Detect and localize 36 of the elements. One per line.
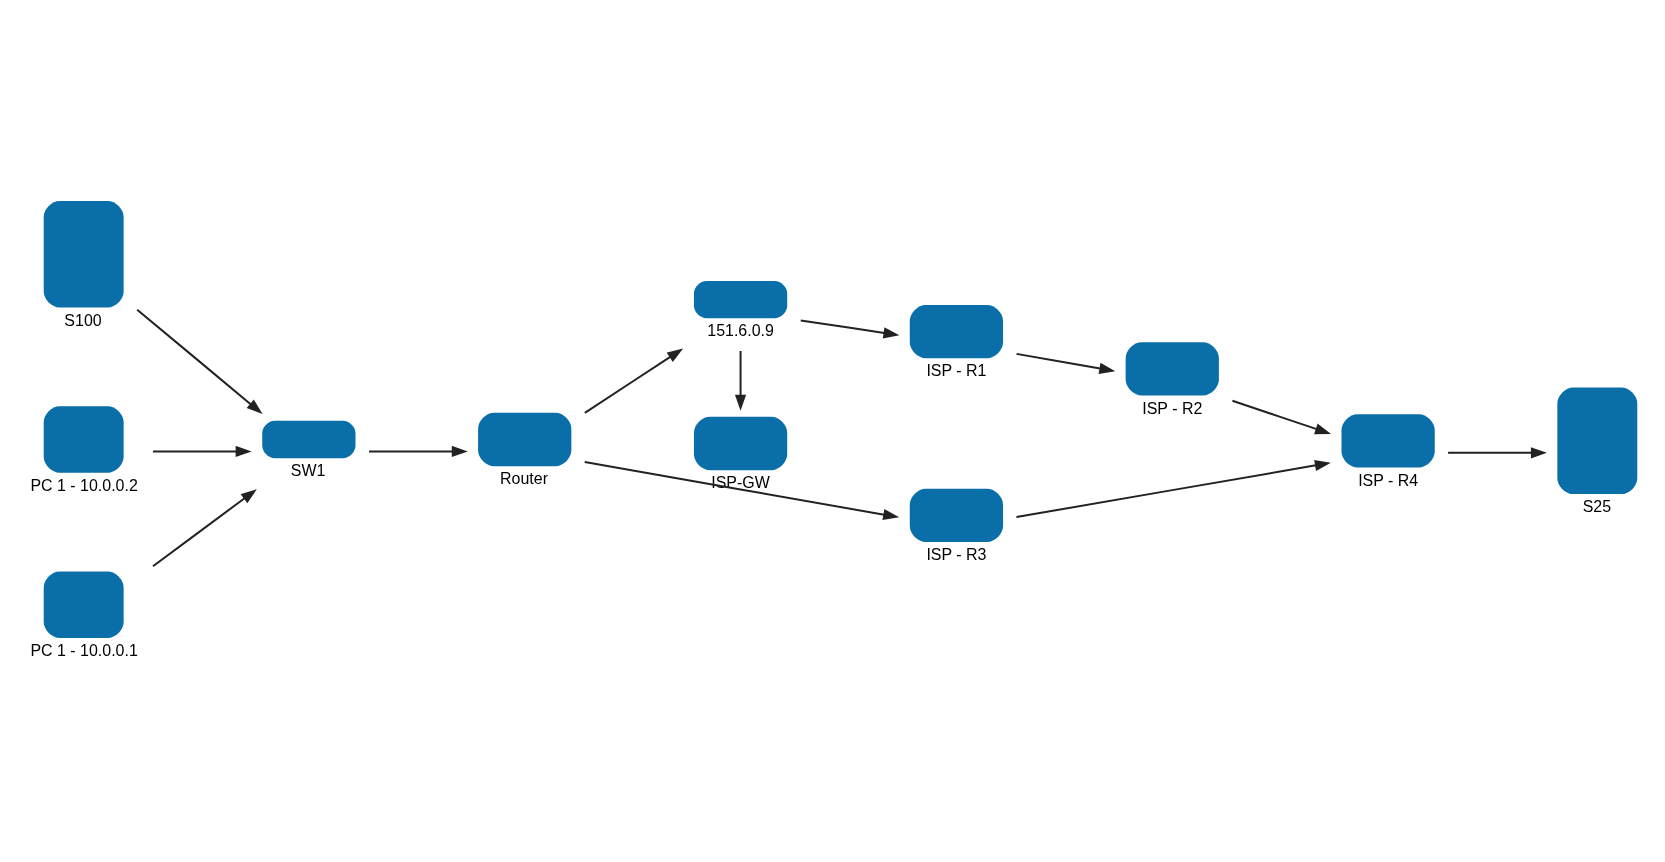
- node-label: 151.6.0.9: [707, 321, 774, 339]
- node-label: PC 1 - 10.0.0.1: [30, 641, 138, 659]
- arrow: [152, 445, 252, 457]
- node-label: ISP - R2: [1142, 399, 1203, 417]
- arrow: [799, 318, 900, 338]
- node-box: [43, 200, 124, 308]
- arrow: [1015, 352, 1116, 374]
- arrow: [1447, 446, 1547, 458]
- node-box: [43, 570, 124, 638]
- node-label: ISP - R1: [926, 361, 987, 379]
- node-box: [478, 412, 572, 466]
- node-label: ISP - R4: [1358, 471, 1419, 489]
- arrow: [152, 488, 257, 567]
- node-label: ISP - R3: [926, 545, 987, 563]
- arrow: [1231, 399, 1332, 434]
- arrow: [136, 308, 263, 414]
- arrow: [583, 347, 684, 414]
- arrow: [734, 349, 747, 411]
- arrow: [1015, 459, 1331, 518]
- node-label: ISP-GW: [711, 473, 770, 491]
- arrow: [368, 445, 468, 457]
- node-label: PC 1 - 10.0.0.2: [30, 476, 138, 494]
- node-box: [909, 304, 1004, 358]
- node-box: [43, 405, 124, 473]
- node-box: [1341, 413, 1435, 467]
- node-box: [693, 280, 788, 318]
- node-box: [909, 488, 1004, 542]
- node-box: [1557, 387, 1638, 494]
- node-box: [262, 420, 356, 458]
- arrow: [583, 460, 900, 520]
- node-label: S25: [1582, 497, 1612, 515]
- node-label: Router: [500, 469, 548, 487]
- node-label: S100: [64, 311, 102, 329]
- node-box: [693, 416, 788, 470]
- node-label: SW1: [290, 461, 326, 479]
- node-box: [1125, 341, 1219, 395]
